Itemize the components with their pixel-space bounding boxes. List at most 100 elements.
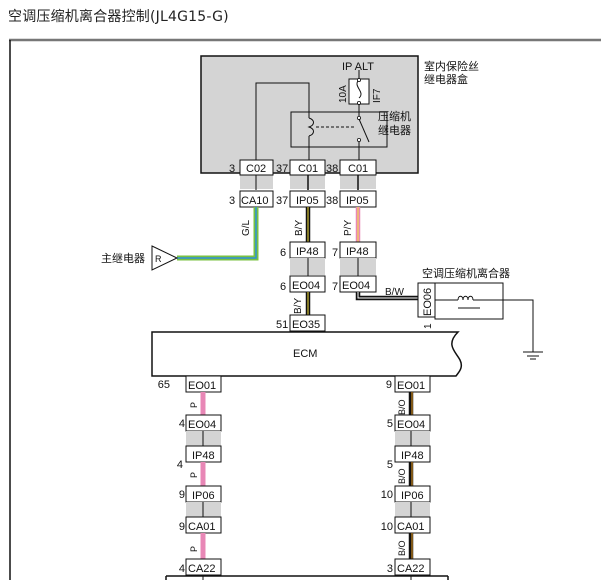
svg-text:IP48: IP48 xyxy=(296,246,319,258)
connector-right-ca22: 3 CA22 xyxy=(387,558,431,576)
svg-text:5: 5 xyxy=(387,459,393,471)
wire-label-bo-1: B/O xyxy=(397,399,407,415)
svg-text:5: 5 xyxy=(387,418,393,430)
svg-text:CA10: CA10 xyxy=(241,195,269,207)
connector-c01-38: 38 C01 xyxy=(326,159,377,176)
ground-icon xyxy=(523,351,543,360)
svg-text:EO01: EO01 xyxy=(397,380,425,392)
connector-eo06: EO06 1 xyxy=(417,282,436,329)
main-relay-symbol: R xyxy=(155,254,162,264)
svg-text:IP48: IP48 xyxy=(346,246,369,258)
wire-label-bw: B/W xyxy=(385,287,404,298)
diagram-title: 空调压缩机离合器控制(JL4G15-G) xyxy=(8,9,229,25)
svg-text:CA01: CA01 xyxy=(188,521,216,533)
ecm-label: ECM xyxy=(293,348,317,360)
connector-right-eo04: 5 EO04 xyxy=(387,414,431,432)
relay-switch-icon xyxy=(358,118,370,143)
svg-text:9: 9 xyxy=(179,521,185,533)
wire-label-p-3: P xyxy=(189,546,199,552)
connector-right-ip06: 10 IP06 xyxy=(381,485,431,503)
svg-text:EO35: EO35 xyxy=(292,319,320,331)
fuse-supply-label: IP ALT xyxy=(342,61,374,73)
connector-left-eo01: 65 EO01 xyxy=(158,375,222,393)
connector-ip05-38: 38 IP05 xyxy=(326,190,377,208)
svg-text:CA22: CA22 xyxy=(188,563,216,575)
clutch-coil-icon xyxy=(457,295,474,301)
svg-text:EO04: EO04 xyxy=(188,419,216,431)
ecm-module: ECM xyxy=(151,331,463,377)
wire-label-gl: G/L xyxy=(241,219,252,236)
relay-label-1: 压缩机 xyxy=(378,109,411,123)
svg-text:EO04: EO04 xyxy=(397,419,425,431)
relay-box xyxy=(290,111,388,148)
connector-left-ca01: 9 CA01 xyxy=(179,516,222,534)
svg-text:3: 3 xyxy=(229,195,235,207)
svg-text:9: 9 xyxy=(179,489,185,501)
svg-text:10: 10 xyxy=(381,489,393,501)
wire-label-bo-2: B/O xyxy=(397,468,407,484)
svg-text:C01: C01 xyxy=(348,163,368,175)
connector-c02: 3 C02 xyxy=(229,159,274,176)
svg-text:38: 38 xyxy=(326,163,338,175)
wire-label-bo-3: B/O xyxy=(397,540,407,556)
wire-label-p-1: P xyxy=(189,402,199,408)
svg-text:37: 37 xyxy=(276,195,288,207)
connector-ip48-7: 7 IP48 xyxy=(332,241,377,259)
connector-eo04-7: 7 EO04 xyxy=(332,275,377,293)
fuse-icon xyxy=(348,78,370,106)
wire-label-by-1: B/Y xyxy=(294,220,305,236)
svg-text:7: 7 xyxy=(332,281,338,293)
svg-text:4: 4 xyxy=(177,459,183,471)
clutch-label: 空调压缩机离合器 xyxy=(422,266,510,280)
connector-left-ip06: 9 IP06 xyxy=(179,485,222,503)
svg-text:6: 6 xyxy=(280,281,286,293)
svg-text:CA01: CA01 xyxy=(397,521,425,533)
svg-text:6: 6 xyxy=(280,247,286,259)
svg-text:IP48: IP48 xyxy=(401,450,424,462)
connector-eo35: 51 EO35 xyxy=(276,314,326,332)
connector-right-ip48: 5 IP48 xyxy=(387,445,431,471)
connector-ca10: 3 CA10 xyxy=(229,190,274,208)
svg-text:EO04: EO04 xyxy=(292,280,320,292)
svg-text:10: 10 xyxy=(381,521,393,533)
svg-text:EO06: EO06 xyxy=(422,288,434,316)
svg-text:IP06: IP06 xyxy=(192,490,215,502)
svg-text:9: 9 xyxy=(386,379,392,391)
compressor-clutch xyxy=(434,282,504,320)
svg-text:7: 7 xyxy=(332,247,338,259)
wire-bw xyxy=(355,292,418,301)
svg-text:C01: C01 xyxy=(298,163,318,175)
svg-text:IP05: IP05 xyxy=(296,195,319,207)
relay-label-2: 继电器 xyxy=(378,124,411,137)
wire-label-p-2: P xyxy=(189,472,199,478)
bottom-component xyxy=(165,575,449,580)
fuse-box-label-2: 继电器盒 xyxy=(424,72,468,86)
main-relay-icon xyxy=(151,245,179,271)
svg-text:65: 65 xyxy=(158,379,170,391)
connector-ip05-37: 37 IP05 xyxy=(276,190,326,208)
svg-text:EO01: EO01 xyxy=(188,380,216,392)
fuse-relay-box: 室内保险丝 继电器盒 IP ALT 10A IF7 压缩机 继电器 xyxy=(200,55,479,174)
svg-text:IP05: IP05 xyxy=(346,195,369,207)
connector-right-eo01: 9 EO01 xyxy=(386,375,431,393)
connector-eo04-6: 6 EO04 xyxy=(280,275,326,293)
connector-ip48-6: 6 IP48 xyxy=(280,241,326,259)
connector-c01-37: 37 C01 xyxy=(276,159,326,176)
wire-label-py: P/Y xyxy=(343,220,354,236)
svg-text:37: 37 xyxy=(276,163,288,175)
svg-text:38: 38 xyxy=(326,195,338,207)
fuse-rating: 10A xyxy=(338,85,349,103)
svg-text:4: 4 xyxy=(179,563,185,575)
svg-text:3: 3 xyxy=(387,563,393,575)
svg-text:EO04: EO04 xyxy=(342,280,370,292)
left-column: 65 EO01 P 4 EO04 4 IP48 P 9 IP06 9 xyxy=(158,375,222,576)
main-relay-label: 主继电器 xyxy=(101,252,145,265)
svg-text:1: 1 xyxy=(423,323,434,329)
svg-text:IP06: IP06 xyxy=(401,490,424,502)
svg-text:3: 3 xyxy=(229,163,235,175)
svg-text:C02: C02 xyxy=(246,163,266,175)
right-column: 9 EO01 B/O 5 EO04 5 IP48 B/O 10 IP06 xyxy=(381,375,431,576)
svg-text:IP48: IP48 xyxy=(192,450,215,462)
wire-gl xyxy=(177,207,259,261)
